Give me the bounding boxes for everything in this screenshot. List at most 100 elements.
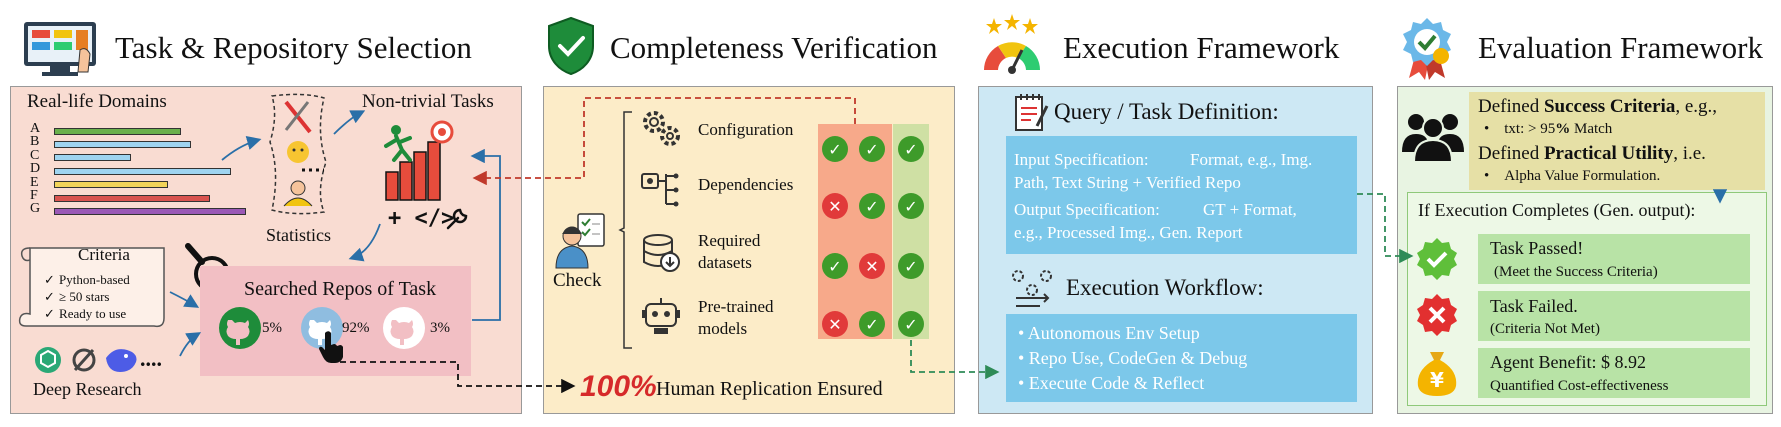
arrow-code-to-repos (348, 223, 381, 262)
domain-letter: A (30, 121, 41, 136)
output-spec-text-2: e.g., Processed Img., Gen. Report (1014, 223, 1243, 242)
workflow-item: • Autonomous Env Setup (1018, 323, 1200, 343)
domain-letter: D (30, 161, 41, 177)
item-models: Pre-trained models (698, 297, 774, 338)
arrow-repo-to-verify (340, 361, 576, 394)
domain-bar-b (54, 141, 191, 148)
section-title-execution: Execution Framework (1063, 30, 1340, 65)
robot-icon (640, 296, 682, 336)
openai-logo-icon (34, 346, 62, 374)
failed-title: Task Failed. (1490, 296, 1578, 316)
arrow-criteria-to-repos (169, 291, 200, 308)
alpha-criterion: • Alpha Value Formulation. (1484, 168, 1660, 185)
benefit-box (1478, 348, 1750, 398)
if-exec-label: If Execution Completes (Gen. output): (1418, 200, 1696, 220)
repo-pct-3: 3% (430, 320, 450, 336)
checkmark-icon: ✓ (44, 290, 60, 305)
domains-label: Real-life Domains (27, 91, 167, 112)
check-icon: ✓ (859, 193, 885, 219)
wrench-icon (444, 206, 470, 232)
passed-title: Task Passed! (1490, 238, 1584, 258)
arrow-verify-to-exec (910, 340, 1000, 380)
item-datasets: Required datasets (698, 231, 761, 272)
cross-icon: ✕ (822, 193, 848, 219)
ie-text: , i.e. (1673, 143, 1706, 164)
statistics-dashed-region (264, 92, 334, 216)
workflow-item: • Execute Code & Reflect (1018, 373, 1205, 393)
workflow-title: Execution Workflow: (1066, 275, 1264, 300)
section-title-evaluation: Evaluation Framework (1478, 30, 1763, 65)
footer-pct: 100% (580, 370, 657, 403)
benefit-title: Agent Benefit: $ 8.92 (1490, 352, 1646, 372)
input-spec-text-2: Path, Text String + Verified Repo (1014, 173, 1241, 192)
deep-research-label: Deep Research (33, 379, 142, 399)
check-icon: ✓ (822, 136, 848, 162)
alpha-text: Alpha Value Formulation. (1504, 168, 1661, 184)
monitor-icon (22, 20, 98, 78)
domain-bar-c (54, 154, 131, 161)
spec-box (1006, 136, 1357, 254)
check-label: Check (553, 270, 602, 291)
criteria-text: ≥ 50 stars (59, 289, 110, 304)
dependencies-icon (640, 170, 682, 210)
domain-letter: C (30, 147, 40, 163)
check-icon: ✓ (859, 136, 885, 162)
item-dependencies: Dependencies (698, 175, 794, 194)
repo-pct-1: 5% (262, 320, 282, 336)
passed-box (1478, 234, 1750, 284)
cross-icon: ✕ (859, 253, 885, 279)
cursor-hand-icon (318, 330, 348, 364)
defined-criteria-box (1469, 92, 1765, 190)
failed-sub: (Criteria Not Met) (1490, 321, 1600, 337)
success-criteria-highlight: Success Criteria (1543, 96, 1676, 117)
txt-pre: txt: > 95 (1504, 121, 1556, 137)
items-bracket (618, 110, 634, 350)
eg-text: , e.g., (1675, 96, 1718, 117)
yen-glyph: ¥ (1430, 368, 1444, 392)
checkmark-icon: ✓ (44, 307, 60, 322)
arrow-research-to-repos (179, 332, 202, 357)
passed-sub: (Meet the Success Criteria) (1494, 264, 1658, 280)
arrow-stats-to-tasks (333, 110, 366, 135)
failed-box (1478, 291, 1750, 341)
txt-post: Match (1570, 121, 1613, 137)
section-title-task-selection: Task & Repository Selection (115, 30, 472, 65)
domain-bar-d (54, 168, 231, 175)
target-growth-icon (382, 120, 458, 202)
domain-bar-f (54, 195, 210, 202)
check-icon: ✓ (898, 253, 924, 279)
domain-letter: E (30, 174, 39, 190)
perplexity-logo-icon (70, 346, 98, 374)
code-glyph: + </> (388, 206, 455, 231)
criteria-text: Python-based (59, 272, 130, 287)
benefit-sub: Quantified Cost-effectiveness (1490, 378, 1669, 394)
deep-research-dots: .... (140, 346, 162, 371)
arrow-domains-to-stats (221, 135, 262, 161)
defined-prefix-1: Defined (1478, 96, 1544, 117)
searched-repos-label: Searched Repos of Task (244, 278, 437, 300)
domain-letter: B (30, 134, 40, 150)
txt-criterion: • txt: > 95% Match (1484, 121, 1612, 138)
output-spec-text-1: GT + Format, (1203, 200, 1297, 219)
github-logo-icon-selected (300, 306, 344, 350)
input-spec-text-1: Format, e.g., Img. (1190, 150, 1313, 169)
gauge-stars-icon (978, 14, 1046, 80)
gears-icon (640, 108, 682, 148)
footer-text: Human Replication Ensured (656, 378, 883, 400)
failed-badge-icon (1414, 292, 1460, 338)
domain-letter: G (30, 201, 41, 217)
workflow-box (1006, 314, 1357, 402)
nontrivial-label: Non-trivial Tasks (362, 91, 494, 112)
defined-success-line: Defined Success Criteria, e.g., (1478, 96, 1717, 118)
section-title-verification: Completeness Verification (610, 30, 938, 65)
check-icon: ✓ (859, 311, 885, 337)
users-group-icon (1402, 108, 1464, 164)
criteria-item: ✓ Ready to use (44, 306, 126, 322)
criteria-item: ✓ ≥ 50 stars (44, 289, 110, 305)
deepseek-logo-icon (104, 344, 138, 374)
arrow-repos-to-tasks (470, 148, 501, 321)
domain-letter: F (30, 188, 38, 203)
criteria-scroll (16, 242, 170, 332)
badge-award-icon (1397, 16, 1457, 80)
